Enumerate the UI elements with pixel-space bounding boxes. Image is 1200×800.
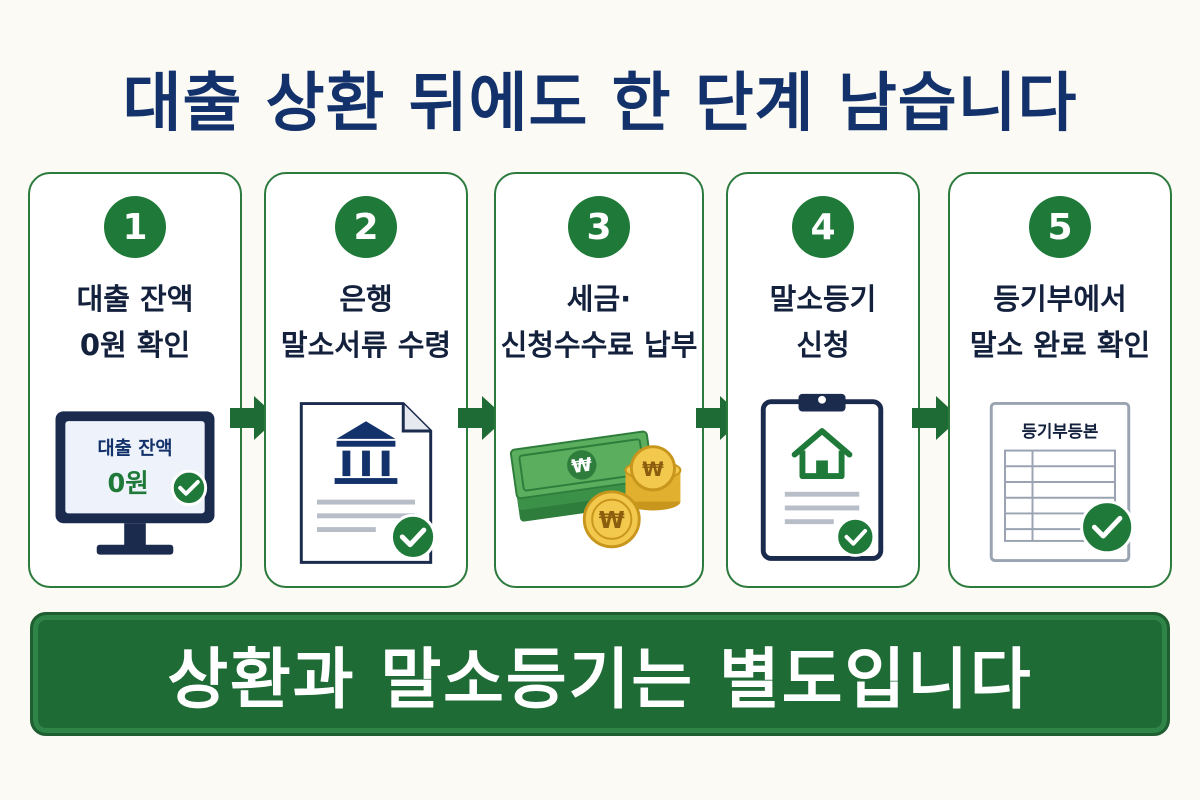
step-label-1: 대출 잔액 0원 확인 — [76, 282, 194, 362]
check-icon — [390, 513, 437, 560]
svg-text:₩: ₩ — [642, 458, 664, 481]
page-title: 대출 상환 뒤에도 한 단계 남습니다 — [122, 67, 1078, 141]
step-card-1: 1 대출 잔액 0원 확인 대출 잔액 0원 — [28, 172, 242, 588]
registry-doc-title: 등기부등본 — [1022, 422, 1099, 441]
check-icon — [835, 516, 876, 557]
step-label-5: 등기부에서 말소 완료 확인 — [969, 282, 1151, 362]
step-number-2: 2 — [335, 196, 397, 258]
step-number-3: 3 — [568, 196, 630, 258]
clipboard-house-icon — [760, 393, 884, 561]
step-label-2: 은행 말소서류 수령 — [280, 282, 452, 362]
step-number-4: 4 — [792, 196, 854, 258]
svg-text:₩: ₩ — [570, 454, 594, 478]
step-label-3: 세금· 신청수수료 납부 — [500, 282, 698, 362]
registry-document-icon: 등기부등본 — [989, 401, 1135, 563]
step-number-5: 5 — [1029, 196, 1091, 258]
screen-balance-label: 대출 잔액 — [97, 439, 172, 460]
money-coins-icon: ₩ ₩ ₩ — [509, 430, 682, 549]
screen-balance-value: 0원 — [108, 469, 149, 499]
bottom-banner: 상환과 말소등기는 별도입니다 — [30, 612, 1170, 736]
step-card-5: 5 등기부에서 말소 완료 확인 등기부등본 — [948, 172, 1172, 588]
check-icon — [170, 469, 208, 507]
monitor-icon: 대출 잔액 0원 — [55, 411, 215, 555]
bank-document-icon — [299, 402, 437, 564]
step-label-4: 말소등기 신청 — [769, 282, 877, 362]
step-number-1: 1 — [104, 196, 166, 258]
banner-text: 상환과 말소등기는 별도입니다 — [167, 641, 1033, 718]
check-icon — [1080, 500, 1135, 555]
step-card-4: 4 말소등기 신청 — [726, 172, 920, 588]
step-card-2: 2 은행 말소서류 수령 — [264, 172, 468, 588]
svg-text:₩: ₩ — [599, 506, 625, 534]
step-card-3: 3 세금· 신청수수료 납부 ₩ ₩ ₩ — [494, 172, 704, 588]
